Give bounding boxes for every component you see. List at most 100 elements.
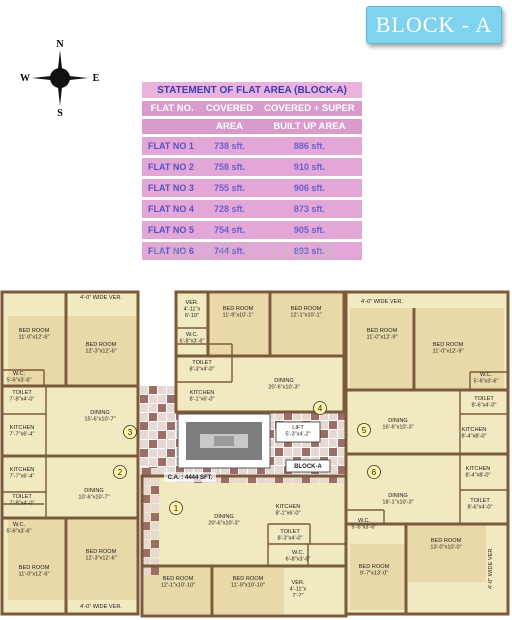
room-label-l-wc2: W.C.5'-6"x3'-6" [6,522,31,534]
row-super: 910 sft. [256,158,362,176]
floor-fills [2,292,508,616]
watermark: PROPTIGER [150,236,340,266]
room-label-c-block: BLOCK-A [294,464,322,470]
flat-marker-1: 1 [169,501,183,515]
block-label-box [285,459,331,473]
flat-marker-4: 4 [313,401,327,415]
compass-south: S [57,108,63,118]
row-flat-no: FLAT NO 1 [142,137,203,155]
compass-north: N [56,39,64,50]
compass-icon: N S E W [20,39,100,118]
row-super: 893 sft. [256,242,362,260]
header-covered: COVERED [202,101,257,116]
row-covered: 754 sft. [202,221,257,239]
svg-text:2: 2 [118,468,123,477]
room-label-c-ca: C.A. : 4444 SFT. [168,475,213,481]
flat-area-table: STATEMENT OF FLAT AREA (BLOCK-A) FLAT NO… [142,79,362,263]
flat-markers: 1 2 3 4 5 6 [113,401,381,515]
flat-marker-2: 2 [113,465,127,479]
row-covered: 755 sft. [202,179,257,197]
row-covered: 728 sft. [202,200,257,218]
room-label-l-wc1: W.C.5'-6"x3'-6" [6,371,31,383]
row-flat-no: FLAT NO 2 [142,158,203,176]
header-super: COVERED + SUPER [256,101,362,116]
compass-west: W [20,73,30,84]
room-label-r-wide-ver: 4'-0" WIDE VER. [361,299,403,305]
row-flat-no: FLAT NO 3 [142,179,203,197]
lift-box [275,421,321,443]
svg-text:3: 3 [128,428,133,437]
row-super: 906 sft. [256,179,362,197]
room-label-c-wc3: W.C.6'-8"x3'-6" [179,332,204,344]
room-label-l-wide-ver: 4'-0" WIDE VER. [80,295,122,301]
inner-walls [2,327,508,566]
row-covered: 744 sft. [202,242,257,260]
row-covered: 758 sft. [202,158,257,176]
room-label-r-wc6: W.C.5'-6"x3'-6" [351,518,376,530]
walls [0,290,510,618]
row-flat-no: FLAT NO 6 [142,242,203,260]
svg-text:6: 6 [372,468,377,477]
flat-marker-6: 6 [367,465,381,479]
row-flat-no: FLAT NO 5 [142,221,203,239]
header-blank [142,119,203,134]
carpet-area-box [164,472,216,482]
flat-marker-3: 3 [123,425,137,439]
svg-text:1: 1 [174,504,179,513]
block-badge: BLOCK - A [366,6,502,44]
row-super: 873 sft. [256,200,362,218]
header-flat-no: FLAT NO. [142,101,203,116]
row-super: 886 sft. [256,137,362,155]
flat-marker-5: 5 [357,423,371,437]
svg-text:4: 4 [318,404,323,413]
row-flat-no: FLAT NO 4 [142,200,203,218]
staircase-icon [177,413,271,469]
row-super: 905 sft. [256,221,362,239]
room-label-r-wc5: W.C.5'-6"x3'-6" [473,372,498,384]
room-label-r-wide-ver2: 4'-0" WIDE VER. [488,547,494,589]
row-covered: 738 sft. [202,137,257,155]
header-built-up: BUILT UP AREA [256,119,362,134]
table-title: STATEMENT OF FLAT AREA (BLOCK-A) [142,82,362,98]
header-covered-area: AREA [202,119,257,134]
svg-text:5: 5 [362,426,367,435]
